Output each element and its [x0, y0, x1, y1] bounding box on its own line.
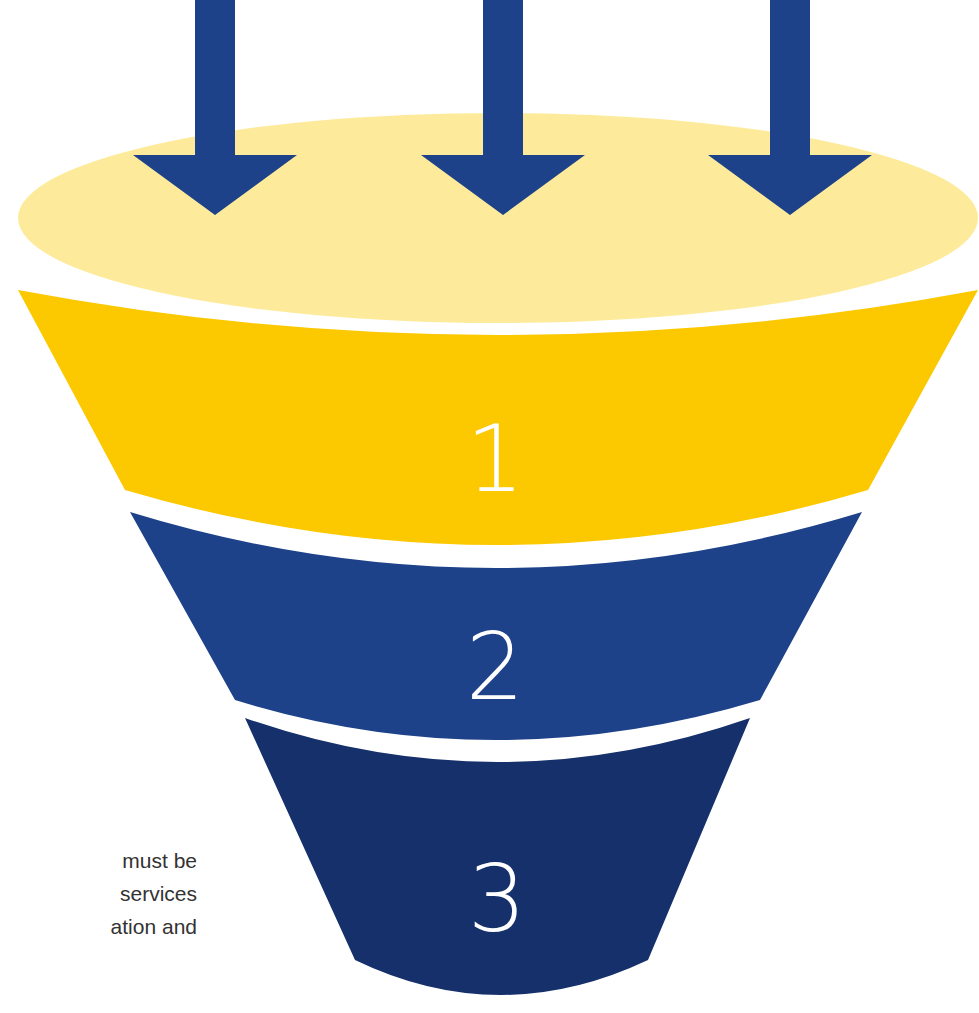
band-fill: [130, 512, 862, 740]
down-arrow: [133, 0, 297, 215]
down-arrow: [708, 0, 872, 215]
note-text: must be: [122, 850, 197, 871]
funnel-band: 3: [240, 712, 755, 1012]
band-fill: [245, 718, 750, 995]
stage-number: 1: [466, 414, 525, 506]
funnel-band: 1: [10, 280, 979, 555]
stage-number: 3: [468, 854, 527, 946]
note-text: ation and: [111, 916, 197, 937]
band-fill: [18, 290, 978, 545]
funnel-band: 2: [125, 505, 870, 750]
down-arrow: [421, 0, 585, 215]
note-text: services: [120, 883, 197, 904]
stage-number: 2: [466, 622, 525, 714]
